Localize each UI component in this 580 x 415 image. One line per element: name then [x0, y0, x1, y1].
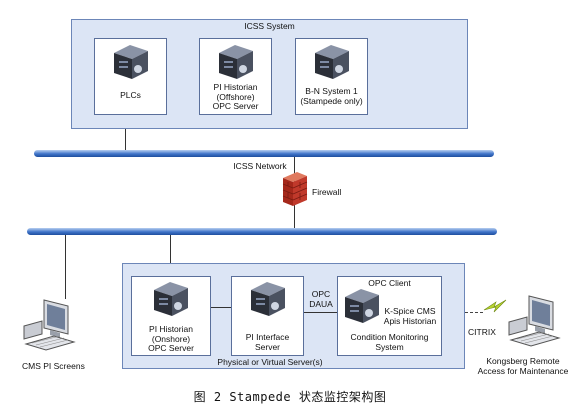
cms-pi-screens-label: CMS PI Screens — [22, 361, 85, 371]
lightning-bolt-icon — [483, 299, 507, 313]
plcs-label: PLCs — [120, 90, 141, 100]
icss-network-bus — [34, 150, 494, 157]
server-icon — [219, 45, 253, 79]
server-icon — [154, 282, 188, 316]
condition-monitoring-line-1: Condition Monitoring — [350, 332, 429, 342]
pi-historian-onshore-line-1: PI Historian — [149, 324, 193, 334]
plant-network-bus — [27, 228, 497, 235]
opc-daua-line-1: OPC — [311, 289, 331, 299]
server-icon — [345, 289, 379, 323]
opc-daua-connector — [304, 312, 337, 313]
kongsberg-label: Kongsberg Remote Access for Maintenance — [470, 356, 576, 376]
firewall-icon — [282, 172, 308, 206]
citrix-connector — [465, 312, 483, 313]
citrix-label: CITRIX — [468, 327, 496, 337]
opc-client-label: OPC Client — [368, 278, 411, 288]
pi-historian-onshore-label: PI Historian (Onshore) OPC Server — [131, 324, 211, 354]
condition-monitoring-line-2: System — [375, 341, 404, 352]
workstation-icon — [508, 295, 561, 347]
bn-system-label: B-N System 1 (Stampede only) — [295, 86, 368, 106]
pi-historian-offshore-label: PI Historian (Offshore) OPC Server — [199, 82, 272, 112]
opc-daua-line-2: DAUA — [309, 298, 333, 309]
icss-to-network-connector — [125, 129, 126, 151]
server-icon — [251, 282, 285, 316]
bn-system-line-2: (Stampede only) — [300, 95, 363, 106]
kspice-line-2: Apis Historian — [383, 315, 437, 326]
pi-historian-onshore-line-3: OPC Server — [148, 343, 194, 353]
pi-historian-onshore-line-2: (Onshore) — [151, 333, 191, 344]
pi-historian-offshore-line-2: (Offshore) — [216, 91, 255, 102]
pi-historian-offshore-line-3: OPC Server — [212, 101, 259, 111]
historian-interface-connector — [211, 307, 231, 308]
server-icon — [114, 45, 148, 79]
workstation-icon — [23, 299, 76, 351]
pi-interface-server-label: PI Interface Server — [231, 332, 304, 352]
figure-caption: 图 2 Stampede 状态监控架构图 — [193, 390, 387, 404]
icss-system-title: ICSS System — [244, 21, 295, 31]
opc-daua-label: OPC DAUA — [302, 289, 340, 309]
kspice-line-1: K-Spice CMS — [384, 306, 436, 316]
condition-monitoring-label: Condition Monitoring System — [337, 332, 442, 352]
pi-interface-line-2: Server — [254, 341, 281, 352]
icss-network-label: ICSS Network — [233, 161, 287, 171]
pi-interface-line-1: PI Interface — [245, 332, 290, 342]
server-panel-connector — [170, 235, 171, 264]
kongsberg-line-1: Kongsberg Remote — [486, 356, 560, 366]
virtual-servers-title: Physical or Virtual Server(s) — [217, 357, 323, 367]
pi-historian-offshore-line-1: PI Historian — [213, 82, 258, 92]
kspice-label: K-Spice CMS Apis Historian — [379, 306, 441, 326]
kongsberg-line-2: Access for Maintenance — [477, 365, 569, 376]
server-icon — [315, 45, 349, 79]
bn-system-line-1: B-N System 1 — [305, 86, 358, 96]
firewall-label: Firewall — [312, 187, 342, 197]
cms-screens-connector — [65, 235, 66, 299]
